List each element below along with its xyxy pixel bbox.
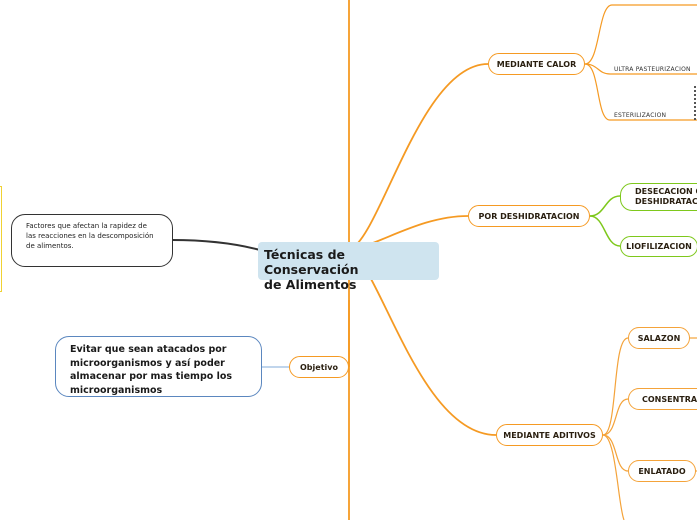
leaf-liofilizacion-label: LIOFILIZACION: [626, 242, 692, 251]
branch-deshidratacion-node[interactable]: POR DESHIDRATACION: [468, 205, 590, 227]
connector-calor-ester: [584, 63, 697, 121]
objetivo-label: Objetivo: [300, 362, 338, 372]
objective-text: Evitar que sean atacados por microorgani…: [70, 344, 233, 396]
factors-text: Factores que afectan la rapidez de las r…: [26, 222, 154, 250]
connector-calor-top: [584, 4, 697, 65]
branch-aditivos-node[interactable]: MEDIANTE ADITIVOS: [496, 424, 603, 446]
leaf-esterilizacion[interactable]: ESTERILIZACION: [614, 112, 667, 119]
leaf-clipped-text: [694, 86, 697, 120]
central-topic[interactable]: Técnicas de Conservación de Alimentos: [258, 242, 439, 292]
central-title-line1: Técnicas de Conservación: [264, 247, 359, 277]
branch-deshidratacion-label: POR DESHIDRATACION: [478, 211, 580, 221]
leaf-enlatado-node[interactable]: ENLATADO: [628, 460, 696, 482]
leaf-liofilizacion-node[interactable]: LIOFILIZACION: [620, 236, 697, 257]
objetivo-node[interactable]: Objetivo: [289, 356, 349, 378]
central-title-line2: de Alimentos: [264, 277, 357, 292]
branch-aditivos-label: MEDIANTE ADITIVOS: [503, 430, 596, 440]
connector-desh-desecacion: [589, 195, 621, 217]
leaf-desecacion-label: DESECACION O DESHIDRATACION: [635, 187, 697, 206]
branch-calor-node[interactable]: MEDIANTE CALOR: [488, 53, 585, 75]
connector-desh-liofilizacion: [589, 215, 621, 247]
leaf-consentrado-node[interactable]: CONSENTRADO: [628, 388, 697, 410]
left-yellow-node[interactable]: [0, 186, 2, 292]
objective-text-node[interactable]: Evitar que sean atacados por microorgani…: [55, 336, 262, 397]
leaf-desecacion-node[interactable]: DESECACION O DESHIDRATACION: [620, 183, 697, 211]
leaf-consentrado-label: CONSENTRADO: [642, 394, 697, 404]
connector-factors: [171, 239, 261, 251]
leaf-salazon-node[interactable]: SALAZON: [628, 327, 690, 349]
connector-adit-consentrado: [602, 398, 629, 436]
connector-calor-ultra: [584, 63, 697, 75]
connector-adit-more: [602, 434, 625, 520]
leaf-salazon-label: SALAZON: [637, 333, 681, 343]
branch-calor-label: MEDIANTE CALOR: [496, 59, 577, 69]
connector-calor: [348, 63, 489, 251]
leaf-enlatado-label: ENLATADO: [638, 466, 686, 476]
connector-adit-enlatado: [602, 434, 629, 472]
factors-node[interactable]: Factores que afectan la rapidez de las r…: [11, 214, 173, 267]
leaf-ultra-pasteurizacion[interactable]: ULTRA PASTEURIZACION: [614, 66, 691, 73]
connector-adit-salazon: [602, 337, 629, 436]
